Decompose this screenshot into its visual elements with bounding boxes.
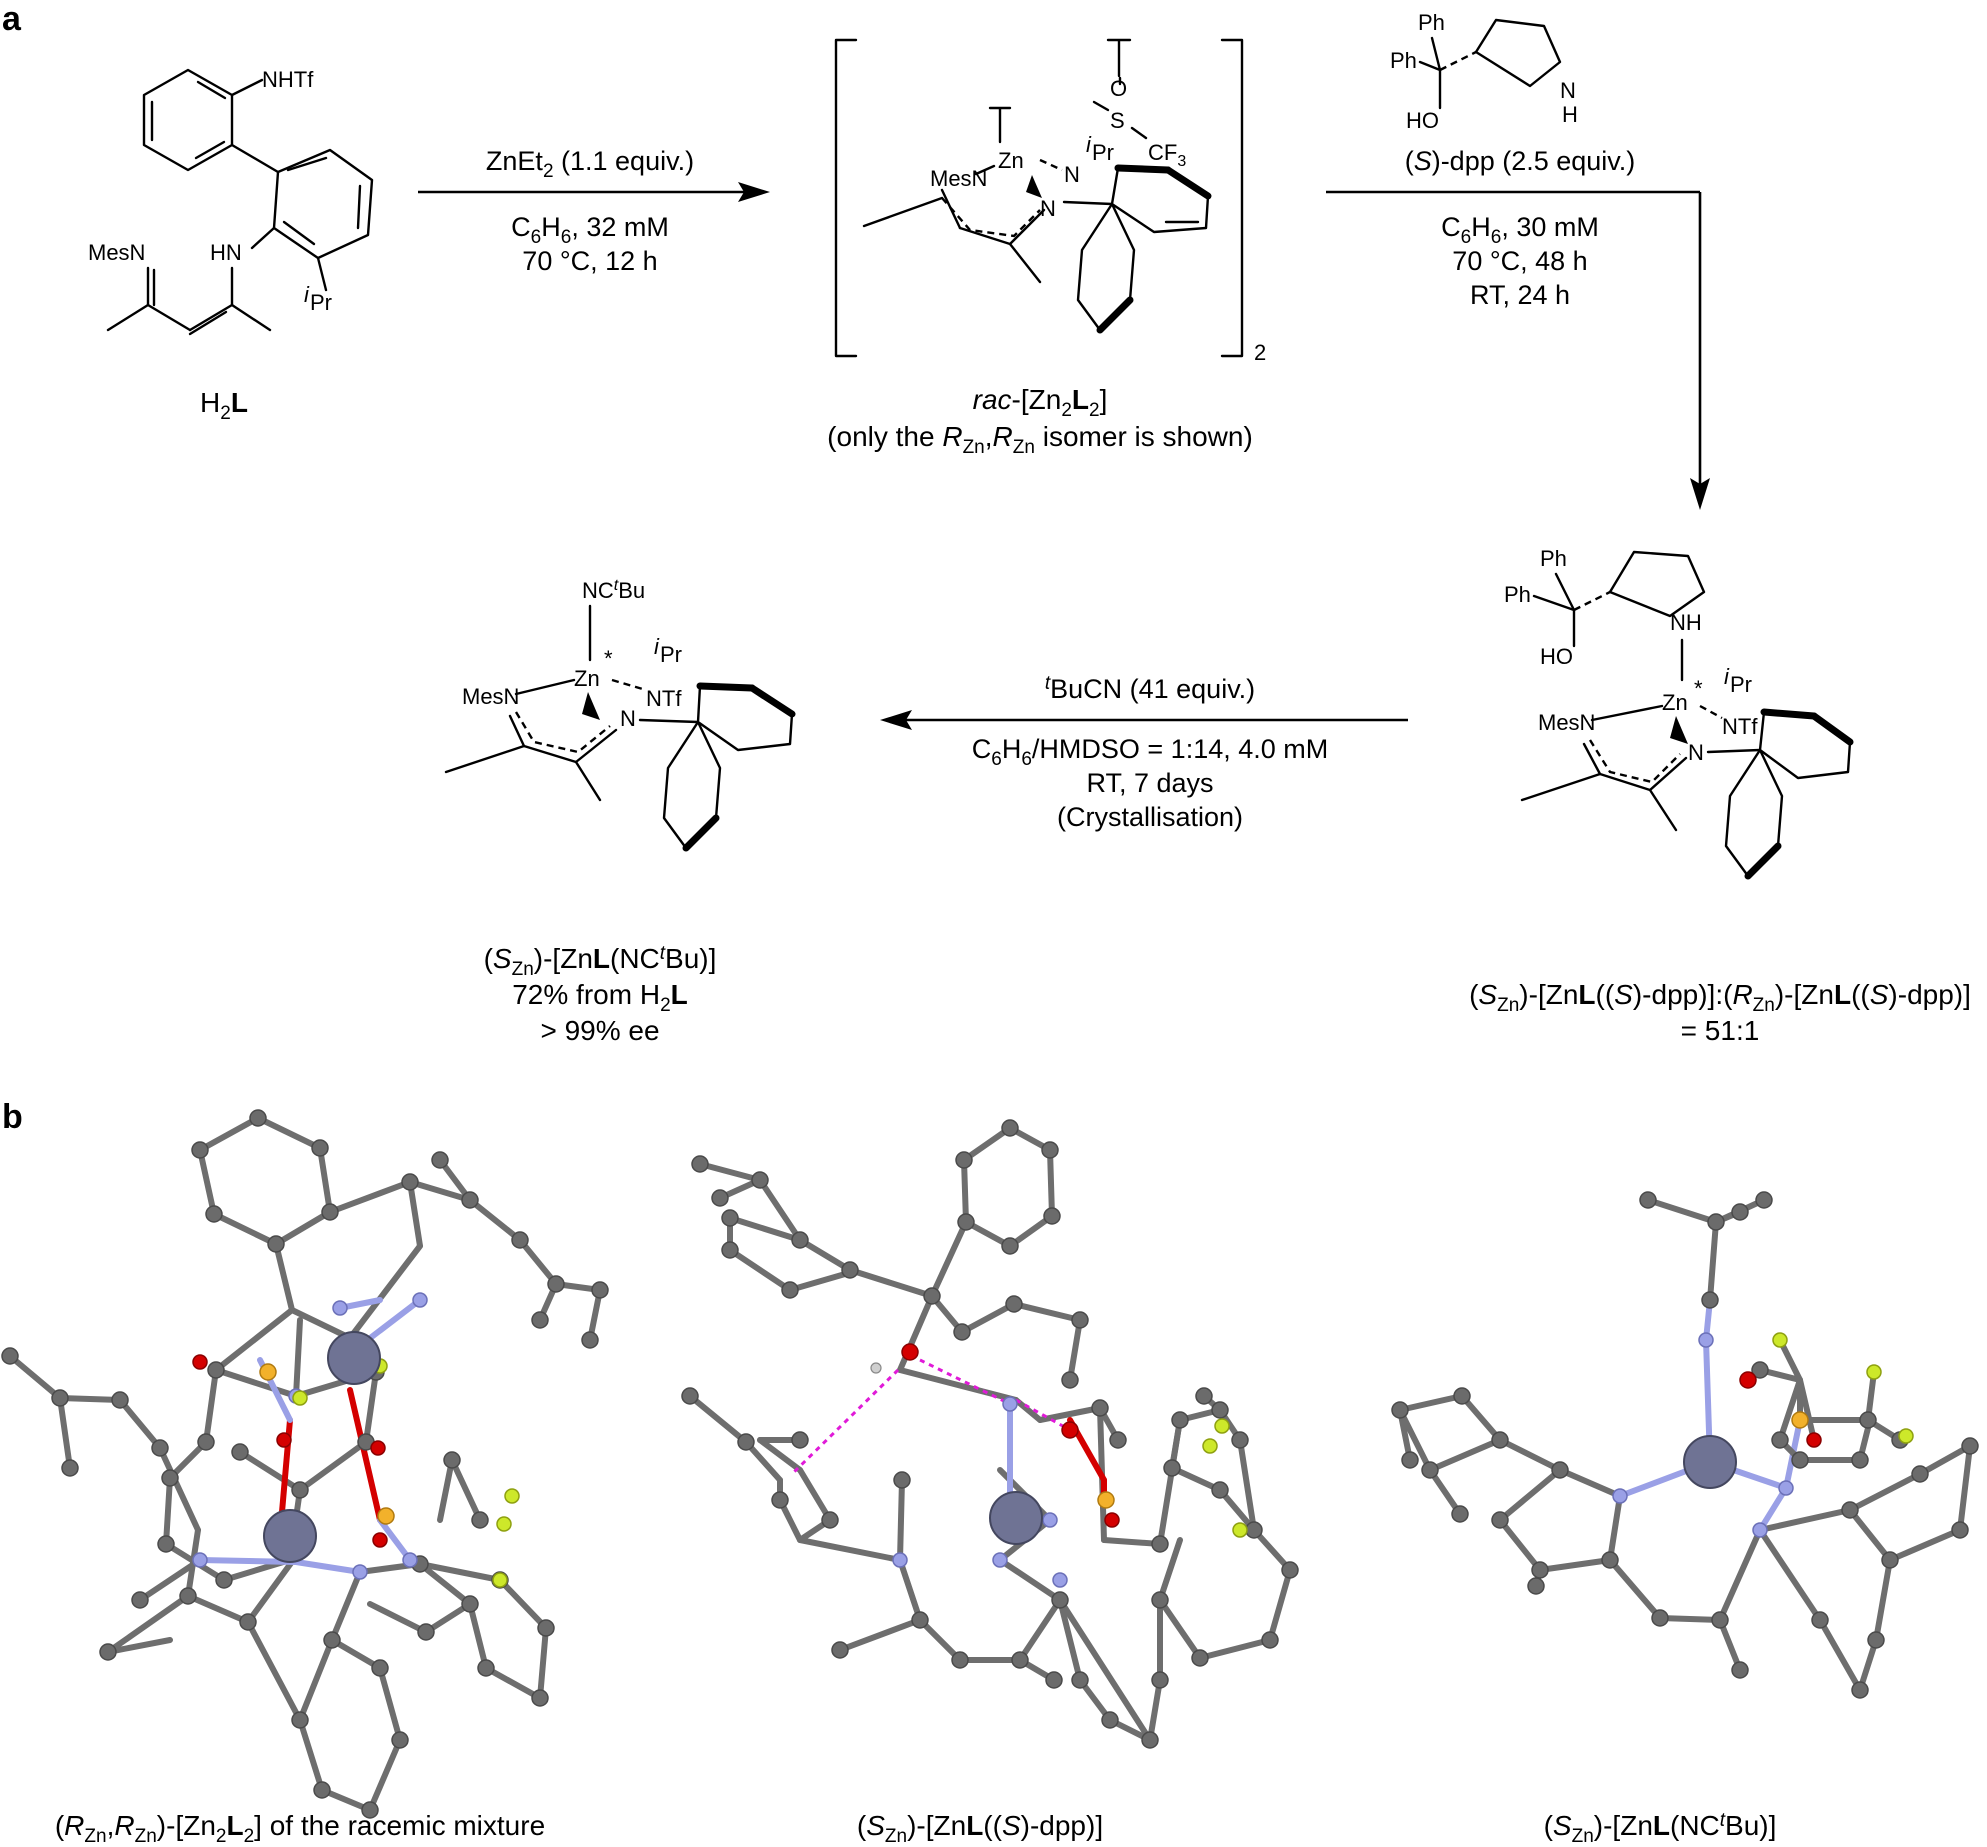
dimer-mesn-label: MesN (930, 166, 987, 191)
h2l-mesn-label: MesN (88, 240, 145, 265)
dimer-n1-label: N (1064, 162, 1080, 187)
step2-solvent: C6H6, 30 mM (1441, 212, 1599, 248)
arrow-step2: C6H6, 30 mM 70 °C, 48 h RT, 24 h (1326, 190, 1710, 510)
znnc-caption-line2: 72% from H2L (512, 979, 688, 1016)
dpp-ph1: Ph (1418, 10, 1445, 35)
dimer-ipr-label: Pr (1092, 140, 1114, 165)
step1-solvent: C6H6, 32 mM (511, 212, 669, 248)
zndpp-zn: Zn (1662, 690, 1688, 715)
crystal-caption-right: (SZn)-[ZnL(NCtBu)] (1544, 1810, 1777, 1847)
znnc-ipr: Pr (660, 642, 682, 667)
panel-label-a: a (2, 0, 22, 38)
znnc-n: N (620, 706, 636, 731)
zndpp-caption-line2: = 51:1 (1681, 1015, 1760, 1046)
zndpp-caption-line1: (SZn)-[ZnL((S)-dpp)]:(RZn)-[ZnL((S)-dpp)… (1469, 979, 1971, 1016)
dimer-cf3-label: CF3 (1148, 140, 1186, 170)
step3-reagent: tBuCN (41 equiv.) (1045, 673, 1255, 704)
mid-atoms (681, 1119, 1299, 1749)
znnc-mesn: MesN (462, 684, 519, 709)
h2l-ipr-label: Pr (310, 290, 332, 315)
crystal-caption-middle: (SZn)-[ZnL((S)-dpp)] (857, 1810, 1103, 1847)
step1-reagent: ZnEt2 (1.1 equiv.) (486, 146, 694, 182)
zndpp-nh: NH (1670, 610, 1702, 635)
step3-crystallisation: (Crystallisation) (1057, 802, 1243, 832)
h2l-caption: H2L (200, 387, 248, 424)
dimer-s-label: S (1110, 108, 1125, 133)
zn-dpp-complex: Ph Ph HO NH Zn * MesN NTf N i Pr (SZn)-[ (1469, 546, 1971, 1046)
step3-solvent: C6H6/HMDSO = 1:14, 4.0 mM (972, 734, 1329, 770)
zndpp-ph2: Ph (1504, 582, 1531, 607)
znnc-ntf: NTf (646, 686, 682, 711)
crystal-structure-zn-dpp (681, 1119, 1299, 1749)
h2l-hn-label: HN (210, 240, 242, 265)
dpp-ph2: Ph (1390, 48, 1417, 73)
znnc-zn: Zn (574, 666, 600, 691)
dpp-h: H (1562, 102, 1578, 127)
zndpp-ph1: Ph (1540, 546, 1567, 571)
step3-time: RT, 7 days (1086, 768, 1213, 798)
znnc-ipr-i: i (654, 634, 660, 659)
zndpp-star: * (1694, 676, 1703, 701)
zndpp-ntf: NTf (1722, 714, 1758, 739)
znnc-star: * (604, 646, 613, 671)
zn-nctbu-complex: NCtBu Zn * MesN NTf N i Pr (SZn)-[ZnL(NC… (444, 577, 796, 1046)
step2-temp1: 70 °C, 48 h (1452, 246, 1587, 276)
crystal-caption-left: (RZn,RZn)-[Zn2L2] of the racemic mixture (55, 1810, 545, 1847)
zndpp-ho: HO (1540, 644, 1573, 669)
dpp-n: N (1560, 78, 1576, 103)
dpp-ho: HO (1406, 108, 1439, 133)
h2l-structure: NHTf HN MesN i Pr H2L (88, 67, 374, 424)
arrow-step3: tBuCN (41 equiv.) C6H6/HMDSO = 1:14, 4.0… (880, 673, 1408, 832)
panel-label-b: b (2, 1098, 23, 1136)
znnc-caption-line1: (SZn)-[ZnL(NCtBu)] (484, 943, 717, 980)
zndpp-n: N (1688, 740, 1704, 765)
dimer-subscript: 2 (1254, 340, 1266, 365)
znnc-nc-label: NCtBu (582, 577, 645, 603)
zndpp-ipr: Pr (1730, 672, 1752, 697)
zndpp-ipr-i: i (1724, 664, 1730, 689)
zndpp-mesn: MesN (1538, 710, 1595, 735)
step2-temp2: RT, 24 h (1470, 280, 1570, 310)
dimer-n2-label: N (1040, 196, 1056, 221)
h2l-nhtf-label: NHTf (262, 67, 314, 92)
dimer-o-label: O (1110, 76, 1127, 101)
dimer-zn-label: Zn (998, 148, 1024, 173)
h2l-ipr-i: i (304, 282, 310, 307)
arrow-step1: ZnEt2 (1.1 equiv.) C6H6, 32 mM 70 °C, 12… (418, 146, 770, 276)
dimer-ipr-i: i (1086, 132, 1092, 157)
dimer-caption-line1: rac-[Zn2L2] (973, 384, 1108, 421)
dpp-reagent: Ph Ph HO N H (S)-dpp (2.5 equiv.) (1390, 10, 1635, 176)
dimer-caption-line2: (only the RZn,RZn isomer is shown) (827, 421, 1253, 458)
crystal-structure-dimer (1, 1109, 609, 1819)
step1-temp-time: 70 °C, 12 h (522, 246, 657, 276)
dimer-structure: 2 Zn MesN N N i Pr S O CF3 (827, 38, 1266, 458)
znnc-caption-line3: > 99% ee (540, 1015, 659, 1046)
crystal-structure-zn-nctbu (1391, 1191, 1979, 1699)
dpp-caption: (S)-dpp (2.5 equiv.) (1405, 146, 1636, 176)
